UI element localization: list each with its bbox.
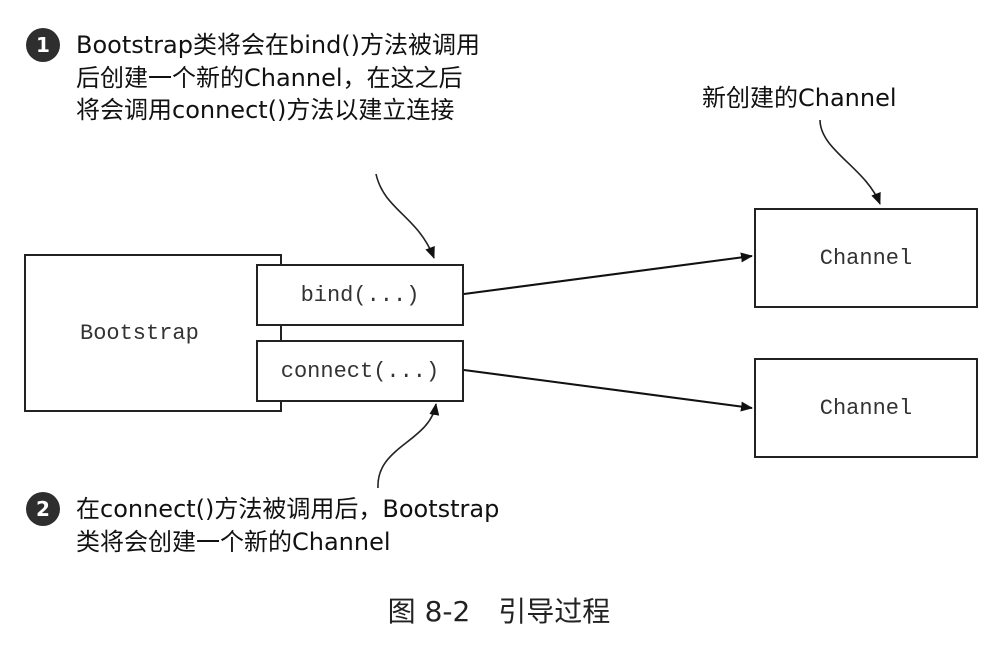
bind-to-channel-arrow <box>463 252 753 295</box>
channel-1-label: Channel <box>819 245 913 271</box>
bind-method-box: bind(...) <box>256 264 464 326</box>
bootstrap-box: Bootstrap <box>24 254 282 412</box>
annotation-1-line-2: 后创建一个新的Channel，在这之后 <box>76 64 463 92</box>
annotation-2: 2 在connect()方法被调用后，Bootstrap 类将会创建一个新的Ch… <box>26 492 499 558</box>
annotation-1: 1 Bootstrap类将会在bind()方法被调用 后创建一个新的Channe… <box>26 28 480 126</box>
channel-note-pointer-arrow <box>819 119 881 205</box>
connect-method-box: connect(...) <box>256 340 464 402</box>
annotation-1-line-3: 将会调用connect()方法以建立连接 <box>76 96 455 124</box>
channel-2-label: Channel <box>819 395 913 421</box>
figure-caption: 图 8-2 引导过程 <box>387 595 611 628</box>
annotation-1-number-badge: 1 <box>26 28 60 62</box>
new-channel-annotation: 新创建的Channel <box>702 84 897 112</box>
annotation-2-line-2: 类将会创建一个新的Channel <box>76 528 391 556</box>
annotation-1-line-1: Bootstrap类将会在bind()方法被调用 <box>76 31 481 59</box>
channel-box-2: Channel <box>754 358 978 458</box>
bootstrap-label: Bootstrap <box>80 320 199 346</box>
bind-method-label: bind(...) <box>300 282 420 308</box>
channel-box-1: Channel <box>754 208 978 308</box>
annotation-2-number-badge: 2 <box>26 492 60 526</box>
connect-to-channel-arrow <box>463 369 753 412</box>
connect-method-label: connect(...) <box>280 358 440 384</box>
note-2-pointer-arrow <box>377 403 440 489</box>
annotation-2-line-1: 在connect()方法被调用后，Bootstrap <box>76 495 500 523</box>
note-1-pointer-arrow <box>375 173 435 259</box>
